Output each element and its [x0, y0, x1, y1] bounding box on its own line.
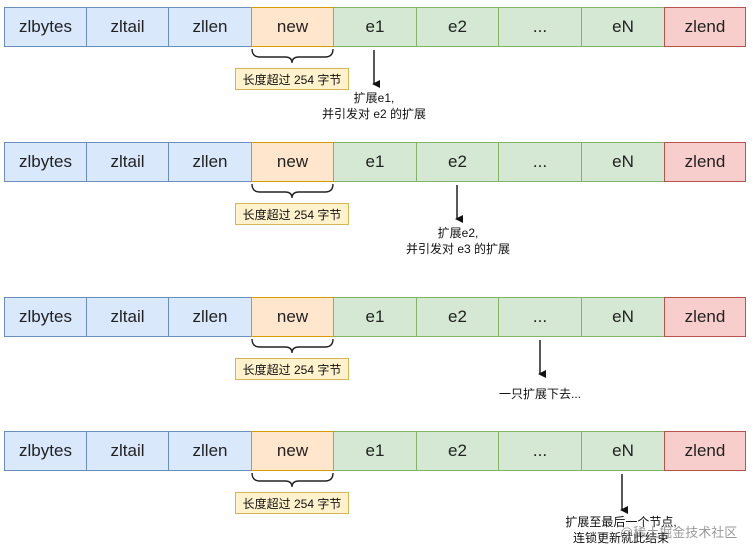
cell-eN: eN — [581, 431, 665, 471]
cell-ellipsis: ... — [498, 431, 582, 471]
cell-zltail: zltail — [86, 142, 169, 182]
cell-e1: e1 — [333, 142, 417, 182]
cell-zllen: zllen — [168, 142, 252, 182]
note-row-3-line-1: 一只扩展下去... — [498, 387, 581, 401]
note-row-1: 扩展e1, 并引发对 e2 的扩展 — [314, 90, 434, 122]
cell-zlend: zlend — [664, 7, 746, 47]
ziplist-row-4: zlbytes zltail zllen new e1 e2 ... eN zl… — [4, 431, 746, 471]
cell-zltail: zltail — [86, 297, 169, 337]
cell-eN: eN — [581, 142, 665, 182]
note-row-2-line-1: 扩展e2, — [437, 226, 479, 240]
cell-zllen: zllen — [168, 7, 252, 47]
cell-eN: eN — [581, 7, 665, 47]
cell-zlbytes: zlbytes — [4, 7, 87, 47]
note-row-4-line-1: 扩展至最后一个节点, — [565, 515, 677, 529]
ziplist-row-3: zlbytes zltail zllen new e1 e2 ... eN zl… — [4, 297, 746, 337]
cell-e1: e1 — [333, 7, 417, 47]
cell-ellipsis: ... — [498, 297, 582, 337]
ziplist-row-1: zlbytes zltail zllen new e1 e2 ... eN zl… — [4, 7, 746, 47]
size-label-row-1: 长度超过 254 字节 — [235, 68, 349, 90]
cell-zltail: zltail — [86, 431, 169, 471]
note-row-1-line-2: 并引发对 e2 的扩展 — [321, 107, 427, 121]
note-row-2-line-2: 并引发对 e3 的扩展 — [405, 242, 511, 256]
note-row-1-line-1: 扩展e1, — [353, 91, 395, 105]
brace-row-3 — [251, 338, 334, 354]
note-row-4: 扩展至最后一个节点, 连锁更新就此结束 — [556, 514, 686, 546]
size-label-row-3: 长度超过 254 字节 — [235, 358, 349, 380]
cell-zlend: zlend — [664, 142, 746, 182]
brace-row-2 — [251, 183, 334, 199]
cell-ellipsis: ... — [498, 7, 582, 47]
ziplist-row-2: zlbytes zltail zllen new e1 e2 ... eN zl… — [4, 142, 746, 182]
cell-zlbytes: zlbytes — [4, 297, 87, 337]
cell-zltail: zltail — [86, 7, 169, 47]
cell-new: new — [251, 142, 334, 182]
note-row-2: 扩展e2, 并引发对 e3 的扩展 — [396, 225, 520, 257]
cell-new: new — [251, 7, 334, 47]
cell-e2: e2 — [416, 297, 499, 337]
cell-zlend: zlend — [664, 431, 746, 471]
size-label-row-4: 长度超过 254 字节 — [235, 492, 349, 514]
brace-row-4 — [251, 472, 334, 488]
cell-new: new — [251, 297, 334, 337]
cell-e1: e1 — [333, 431, 417, 471]
cell-eN: eN — [581, 297, 665, 337]
watermark: @稀土掘金技术社区 — [620, 525, 738, 540]
cell-ellipsis: ... — [498, 142, 582, 182]
cell-e1: e1 — [333, 297, 417, 337]
size-label-row-2: 长度超过 254 字节 — [235, 203, 349, 225]
cell-zlbytes: zlbytes — [4, 142, 87, 182]
cell-zlend: zlend — [664, 297, 746, 337]
cell-e2: e2 — [416, 431, 499, 471]
note-row-4-line-2: 连锁更新就此结束 — [572, 531, 669, 545]
note-row-3: 一只扩展下去... — [490, 386, 590, 402]
brace-row-1 — [251, 48, 334, 64]
cell-new: new — [251, 431, 334, 471]
cell-zlbytes: zlbytes — [4, 431, 87, 471]
